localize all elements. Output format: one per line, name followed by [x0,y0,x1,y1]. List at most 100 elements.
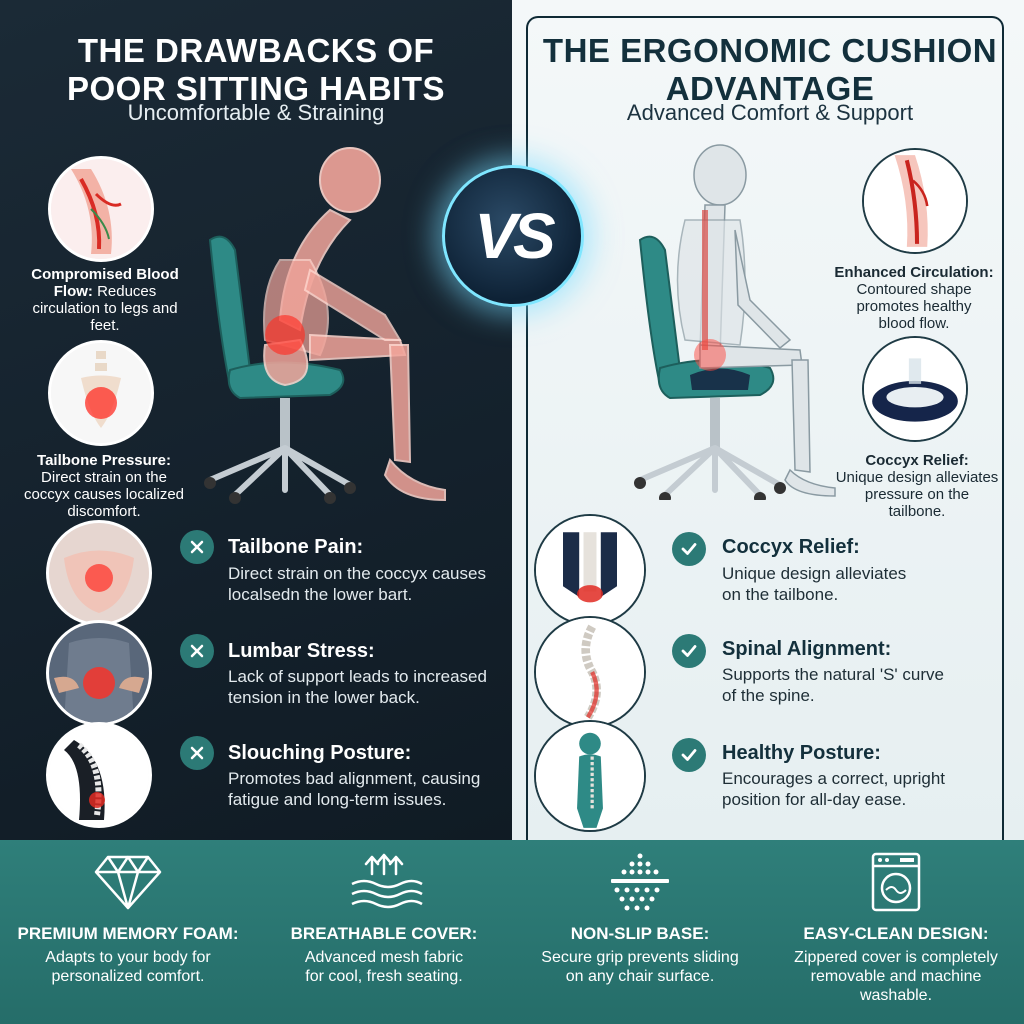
slouching-desc: Promotes bad alignment, causing fatigue … [228,768,498,810]
feature-memory-foam-desc: Adapts to your body for personalized com… [8,948,248,986]
feature-non-slip-base-desc: Secure grip prevents sliding on any chai… [520,948,760,986]
tailbone-pressure-title: Tailbone Pressure: [37,452,171,469]
right-frame [526,16,1004,840]
cushion-circle [862,336,968,442]
left-subtitle: Uncomfortable & Straining [127,100,385,125]
feature-breathable-cover-desc: Advanced mesh fabric for cool, fresh sea… [264,948,504,986]
left-title-line-1: THE DRAWBACKS OF [77,32,435,69]
right-title-line-2: ADVANTAGE [665,70,875,107]
tailbone-pain-line-1: Direct strain on the coccyx causes [228,564,486,583]
tailbone-pain-title: Tailbone Pain: [228,536,364,558]
healthy-posture-desc: Encourages a correct, upright position f… [722,768,992,810]
feature-non-slip-base-line-1: Secure grip prevents sliding [541,949,739,966]
upright-figure-icon [536,722,644,830]
feature-easy-clean-line-2: removable and machine [810,968,982,985]
right-title: THE ERGONOMIC CUSHION ADVANTAGE [540,32,1000,108]
check-icon [672,634,706,668]
circulation-caption: Enhanced Circulation: Contoured shape pr… [824,264,1004,332]
coccyx-relief-callout-line-1: Unique design alleviates [835,469,999,486]
tailbone-pressure-caption: Tailbone Pressure: Direct strain on the … [22,452,186,520]
right-title-line-1: THE ERGONOMIC CUSHION [542,32,998,69]
feature-breathable-cover: BREATHABLE COVER: Advanced mesh fabric f… [256,852,512,1022]
slouching-line-1: Promotes bad alignment, causing [228,769,481,788]
feature-memory-foam-title: PREMIUM MEMORY FOAM: [17,924,239,943]
circulation-circle [862,148,968,254]
feature-memory-foam: PREMIUM MEMORY FOAM: Adapts to your body… [0,852,256,1022]
circulation-line-3: blood flow. [878,315,950,332]
x-icon [180,530,214,564]
healthy-posture-line-2: position for all-day ease. [722,790,907,809]
lumbar-stress-line-2: tension in the lower back. [228,688,420,707]
upright-skeleton-illustration [634,144,836,500]
grip-dots-icon [611,853,669,911]
relief-glow-hip [694,339,726,371]
feature-non-slip-base-line-2: on any chair surface. [565,968,715,985]
tailbone-pain-image [46,520,152,626]
healthy-posture-line-1: Encourages a correct, upright [722,769,946,788]
lumbar-stress-line-1: Lack of support leads to increased [228,667,487,686]
lower-back-icon [49,623,149,723]
circulation-line-1: Contoured shape [856,281,972,298]
feature-breathable-cover-line-1: Advanced mesh fabric [304,949,464,966]
blood-flow-title: Compromised Blood Flow: [31,266,179,300]
coccyx-relief-title: Coccyx Relief: [722,536,860,558]
feature-memory-foam-line-2: personalized comfort. [51,968,205,985]
check-icon [672,738,706,772]
coccyx-relief-desc: Unique design alleviates on the tailbone… [722,563,992,605]
x-icon [180,736,214,770]
coccyx-relief-callout-line-2: pressure on the [864,486,970,503]
spinal-alignment-title: Spinal Alignment: [722,638,892,660]
pain-glow-lower-back [265,315,305,355]
left-title-line-2: POOR SITTING HABITS [66,70,445,107]
tailbone-icon [51,343,151,443]
diamond-icon [94,855,162,910]
lumbar-stress-desc: Lack of support leads to increased tensi… [228,666,498,708]
pelvis-icon [49,523,149,623]
tailbone-pain-desc: Direct strain on the coccyx causes local… [228,563,498,605]
blood-flow-circle [48,156,154,262]
features-band [0,840,1024,1024]
healthy-posture-image [534,720,646,832]
coccyx-relief-image [534,514,646,626]
slouching-title: Slouching Posture: [228,742,412,764]
tailbone-pressure-circle [48,340,154,446]
spinal-alignment-desc: Supports the natural 'S' curve of the sp… [722,664,992,706]
feature-breathable-cover-line-2: for cool, fresh seating. [305,968,463,985]
spine-slouch-icon [49,725,149,825]
s-curve-spine-icon [536,618,644,726]
tailbone-pain-line-2: localsedn the lower bart. [228,585,413,604]
airflow-icon [351,853,423,909]
cushion-icon [864,338,966,440]
vs-label: VS [474,200,555,272]
feature-non-slip-base-title: NON-SLIP BASE: [570,924,710,943]
coccyx-relief-line-2: on the tailbone. [722,585,839,604]
feature-easy-clean-title: EASY-CLEAN DESIGN: [803,924,989,943]
leg-vessels-icon [51,159,151,259]
vs-badge: VS [442,165,584,307]
check-icon [672,532,706,566]
feature-non-slip-base: NON-SLIP BASE: Secure grip prevents slid… [512,852,768,1022]
feature-breathable-cover-title: BREATHABLE COVER: [290,924,478,943]
blood-flow-text: Reduces circulation to legs and feet. [32,283,178,334]
x-icon [180,634,214,668]
feature-easy-clean-desc: Zippered cover is completely removable a… [776,948,1016,1005]
healthy-posture-title: Healthy Posture: [722,742,881,764]
slouching-skeleton-illustration [204,147,446,504]
lumbar-stress-image [46,620,152,726]
feature-easy-clean-line-3: washable. [859,987,933,1004]
right-subtitle: Advanced Comfort & Support [626,100,914,125]
feature-easy-clean-line-1: Zippered cover is completely [794,949,998,966]
feature-memory-foam-line-1: Adapts to your body for [45,949,211,966]
spinal-alignment-line-2: of the spine. [722,686,815,705]
coccyx-relief-caption: Coccyx Relief: Unique design alleviates … [830,452,1004,520]
slouching-image [46,722,152,828]
slouching-line-2: fatigue and long-term issues. [228,790,447,809]
coccyx-relief-line-1: Unique design alleviates [722,564,907,583]
tailbone-pressure-text: Direct strain on the coccyx causes local… [23,469,185,520]
washing-machine-icon [871,852,921,912]
spine-highlight [702,210,708,350]
coccyx-relief-callout-title: Coccyx Relief: [865,452,969,469]
lumbar-stress-title: Lumbar Stress: [228,640,375,662]
gray-skeleton [676,144,836,497]
